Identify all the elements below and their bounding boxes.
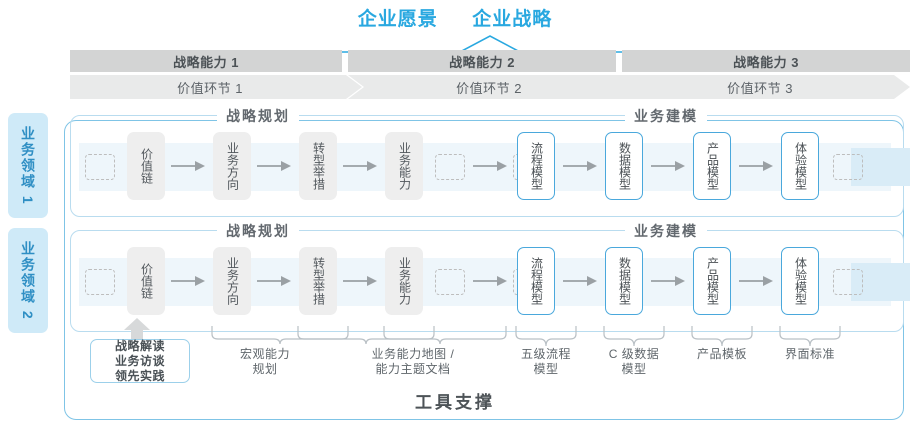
domain-band-2: 战略规划 业务建模 价值链 业务方向 转型举措 业务能力: [70, 221, 910, 332]
arrow-icon: [171, 161, 205, 171]
tool-hint-text: 战略解读 业务访谈 领先实践: [114, 338, 165, 383]
node-label: 数据模型: [617, 257, 632, 305]
dashed-placeholder-mid-a-2: [435, 269, 465, 295]
arrow-icon: [739, 276, 773, 286]
band-title-planning-1: 战略规划: [217, 106, 299, 126]
node-label: 流程模型: [529, 257, 544, 305]
node-label: 数据模型: [617, 142, 632, 190]
top-title-group: 企业愿景 企业战略: [0, 4, 910, 31]
node-process-model-2[interactable]: 流程模型: [517, 247, 555, 315]
tool-label-text: 宏观能力 规划: [239, 347, 290, 376]
node-label: 流程模型: [529, 142, 544, 190]
arrow-icon: [563, 276, 597, 286]
domain-band-1: 战略规划 业务建模 价值链 业务方向 转型举措 业务能力: [70, 106, 910, 217]
tool-label-ui-standard: 界面标准: [758, 347, 862, 362]
capability-label-2: 战略能力 2: [449, 54, 515, 70]
value-stage-label-2: 价值环节 2: [456, 80, 522, 96]
node-label: 业务方向: [225, 142, 240, 190]
node-experience-model-1[interactable]: 体验模型: [781, 132, 819, 200]
node-label: 体验模型: [793, 142, 808, 190]
value-stage-1[interactable]: 价值环节 1: [70, 75, 362, 99]
tool-label-text: 五级流程 模型: [520, 347, 571, 376]
arrow-icon: [257, 276, 291, 286]
arrow-icon: [343, 161, 377, 171]
band-title-modeling-2: 业务建模: [625, 221, 707, 241]
upward-arrow-icon: [124, 318, 150, 344]
node-label: 转型举措: [311, 257, 326, 305]
tool-label-macro-capability: 宏观能力 规划: [210, 347, 320, 377]
node-label: 产品模型: [705, 257, 720, 305]
tool-label-text: 界面标准: [784, 347, 835, 361]
node-label: 价值链: [139, 263, 154, 299]
domain-label-1: 业务领域 1: [20, 125, 36, 206]
node-business-capability-1[interactable]: 业务能力: [385, 132, 423, 200]
arrow-icon: [739, 161, 773, 171]
capability-label-1: 战略能力 1: [173, 54, 239, 70]
dashed-placeholder-start-2: [85, 269, 115, 295]
node-label: 转型举措: [311, 142, 326, 190]
arrow-icon: [563, 161, 597, 171]
capability-bar-1[interactable]: 战略能力 1: [70, 50, 342, 72]
node-label: 业务方向: [225, 257, 240, 305]
sidebar-item-domain-1[interactable]: 业务领域 1: [8, 113, 48, 218]
enterprise-strategy-title: 企业战略: [472, 9, 553, 30]
capability-bar-2[interactable]: 战略能力 2: [348, 50, 616, 72]
node-business-capability-2[interactable]: 业务能力: [385, 247, 423, 315]
enterprise-vision-title: 企业愿景: [357, 9, 438, 30]
tool-label-text: C 级数据 模型: [608, 347, 660, 376]
node-label: 产品模型: [705, 142, 720, 190]
value-stage-3[interactable]: 价值环节 3: [622, 75, 910, 99]
sidebar-item-domain-2[interactable]: 业务领域 2: [8, 228, 48, 333]
arrow-icon: [651, 276, 685, 286]
arrow-icon: [651, 161, 685, 171]
dashed-placeholder-end-1: [833, 154, 863, 180]
node-data-model-1[interactable]: 数据模型: [605, 132, 643, 200]
arrow-icon: [343, 276, 377, 286]
tool-support-title: 工具支撑: [415, 393, 495, 412]
arrow-icon: [473, 276, 507, 286]
node-label: 业务能力: [397, 257, 412, 305]
value-stage-label-3: 价值环节 3: [727, 80, 793, 96]
node-product-model-1[interactable]: 产品模型: [693, 132, 731, 200]
domain-label-2: 业务领域 2: [20, 240, 36, 321]
node-label: 体验模型: [793, 257, 808, 305]
node-business-direction-2[interactable]: 业务方向: [213, 247, 251, 315]
value-stage-label-1: 价值环节 1: [177, 80, 243, 96]
tool-label-text: 产品模板: [696, 347, 747, 361]
node-label: 业务能力: [397, 142, 412, 190]
tool-label-product-template: 产品模板: [670, 347, 774, 362]
arrow-icon: [473, 161, 507, 171]
node-value-chain-2[interactable]: 价值链: [127, 247, 165, 315]
tool-label-five-level-process: 五级流程 模型: [494, 347, 598, 377]
tool-bracket-group: [211, 326, 841, 347]
node-value-chain-1[interactable]: 价值链: [127, 132, 165, 200]
node-experience-model-2[interactable]: 体验模型: [781, 247, 819, 315]
capability-label-3: 战略能力 3: [733, 54, 799, 70]
arrow-icon: [257, 161, 291, 171]
node-data-model-2[interactable]: 数据模型: [605, 247, 643, 315]
tool-label-capability-map: 业务能力地图 / 能力主题文档: [348, 347, 478, 377]
node-process-model-1[interactable]: 流程模型: [517, 132, 555, 200]
dashed-placeholder-start-1: [85, 154, 115, 180]
value-stage-row: 价值环节 1 价值环节 2 价值环节 3: [70, 75, 910, 99]
dashed-placeholder-end-2: [833, 269, 863, 295]
node-label: 价值链: [139, 148, 154, 184]
node-transformation-measures-2[interactable]: 转型举措: [299, 247, 337, 315]
node-product-model-2[interactable]: 产品模型: [693, 247, 731, 315]
node-transformation-measures-1[interactable]: 转型举措: [299, 132, 337, 200]
dashed-placeholder-mid-a-1: [435, 154, 465, 180]
tool-label-text: 业务能力地图 / 能力主题文档: [371, 347, 455, 376]
band-title-modeling-1: 业务建模: [625, 106, 707, 126]
value-stage-2[interactable]: 价值环节 2: [348, 75, 642, 99]
capability-bar-row: 战略能力 1 战略能力 2 战略能力 3: [70, 50, 910, 72]
node-business-direction-1[interactable]: 业务方向: [213, 132, 251, 200]
arrow-icon: [171, 276, 205, 286]
band-title-planning-2: 战略规划: [217, 221, 299, 241]
capability-bar-3[interactable]: 战略能力 3: [622, 50, 910, 72]
tool-label-c-level-data: C 级数据 模型: [582, 347, 686, 377]
tool-hint-box[interactable]: 战略解读 业务访谈 领先实践: [90, 339, 190, 383]
